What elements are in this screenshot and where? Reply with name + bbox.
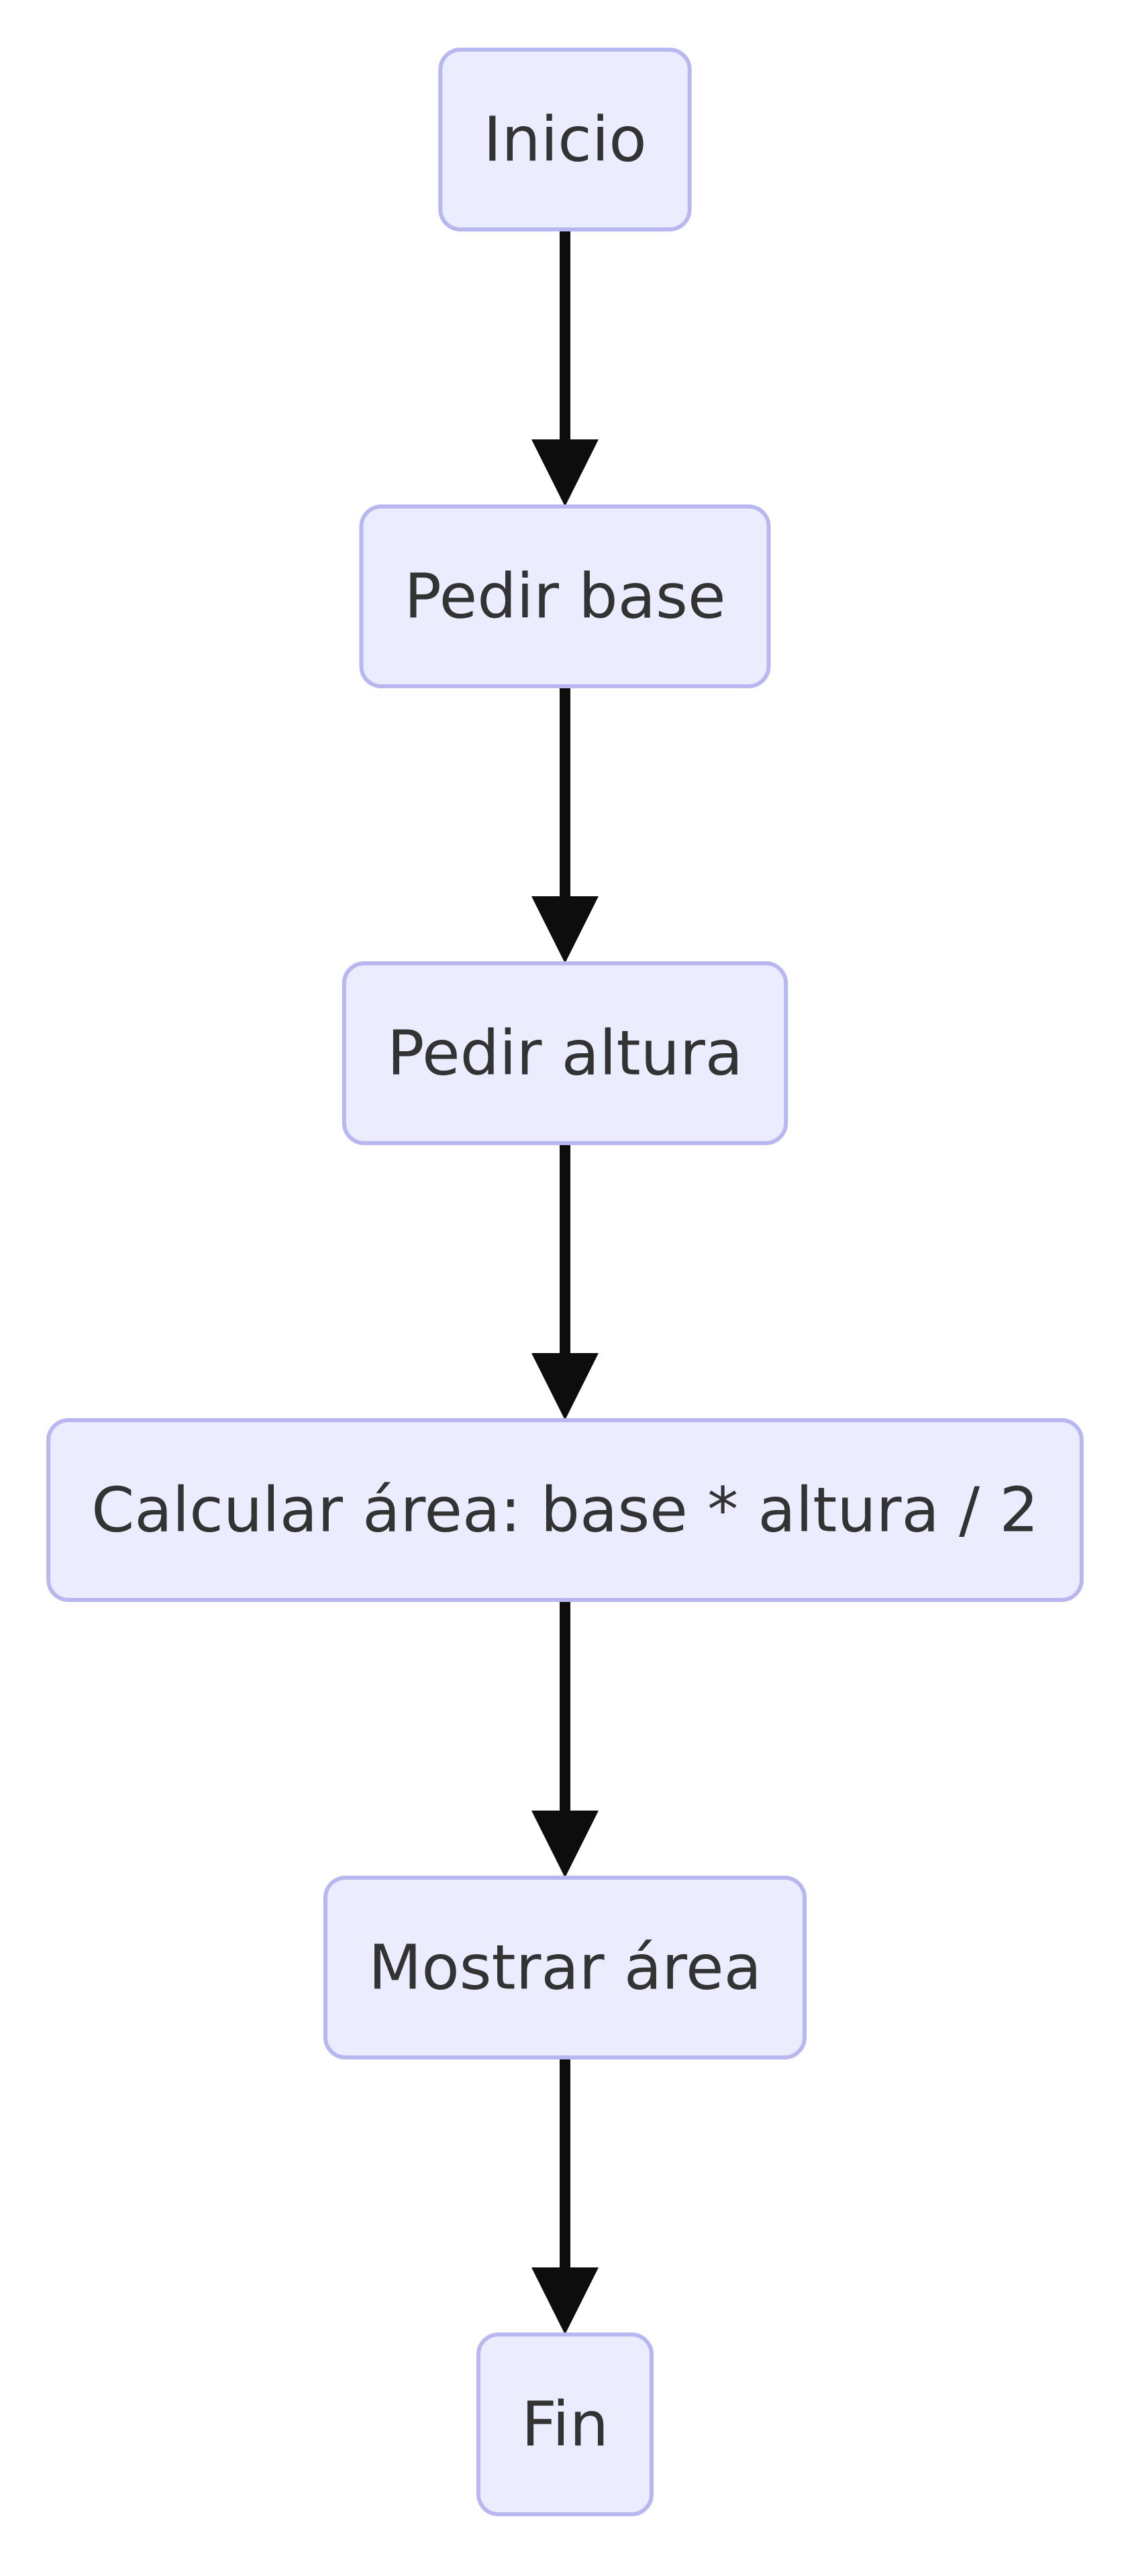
node-calcular-area: Calcular área: base * altura / 2 <box>46 1418 1084 1602</box>
node-pedir-altura: Pedir altura <box>342 961 788 1145</box>
node-mostrar-area: Mostrar área <box>323 1876 807 2059</box>
node-label: Pedir base <box>404 561 725 633</box>
edges-layer <box>531 229 599 2334</box>
node-label: Mostrar área <box>368 1932 762 2004</box>
arrowhead-icon <box>531 1811 599 1878</box>
edge-calcular-area-to-mostrar-area <box>531 1600 599 1878</box>
node-label: Fin <box>521 2389 609 2461</box>
node-label: Inicio <box>483 104 646 176</box>
arrowhead-icon <box>531 1353 599 1420</box>
arrowhead-icon <box>531 2267 599 2334</box>
node-box <box>46 1418 1084 1602</box>
edge-inicio-to-pedir-base <box>531 229 599 506</box>
node-label: Calcular área: base * altura / 2 <box>91 1474 1039 1546</box>
node-inicio: Inicio <box>438 48 692 231</box>
node-box <box>323 1876 807 2059</box>
node-box <box>438 48 692 231</box>
edge-pedir-base-to-pedir-altura <box>531 686 599 963</box>
arrowhead-icon <box>531 439 599 506</box>
node-pedir-base: Pedir base <box>359 504 771 688</box>
node-fin: Fin <box>476 2332 654 2516</box>
node-box <box>476 2332 654 2516</box>
edge-mostrar-area-to-fin <box>531 2057 599 2334</box>
arrowhead-icon <box>531 896 599 963</box>
node-label: Pedir altura <box>387 1018 743 1089</box>
node-box <box>342 961 788 1145</box>
node-box <box>359 504 771 688</box>
edge-pedir-altura-to-calcular-area <box>531 1143 599 1420</box>
